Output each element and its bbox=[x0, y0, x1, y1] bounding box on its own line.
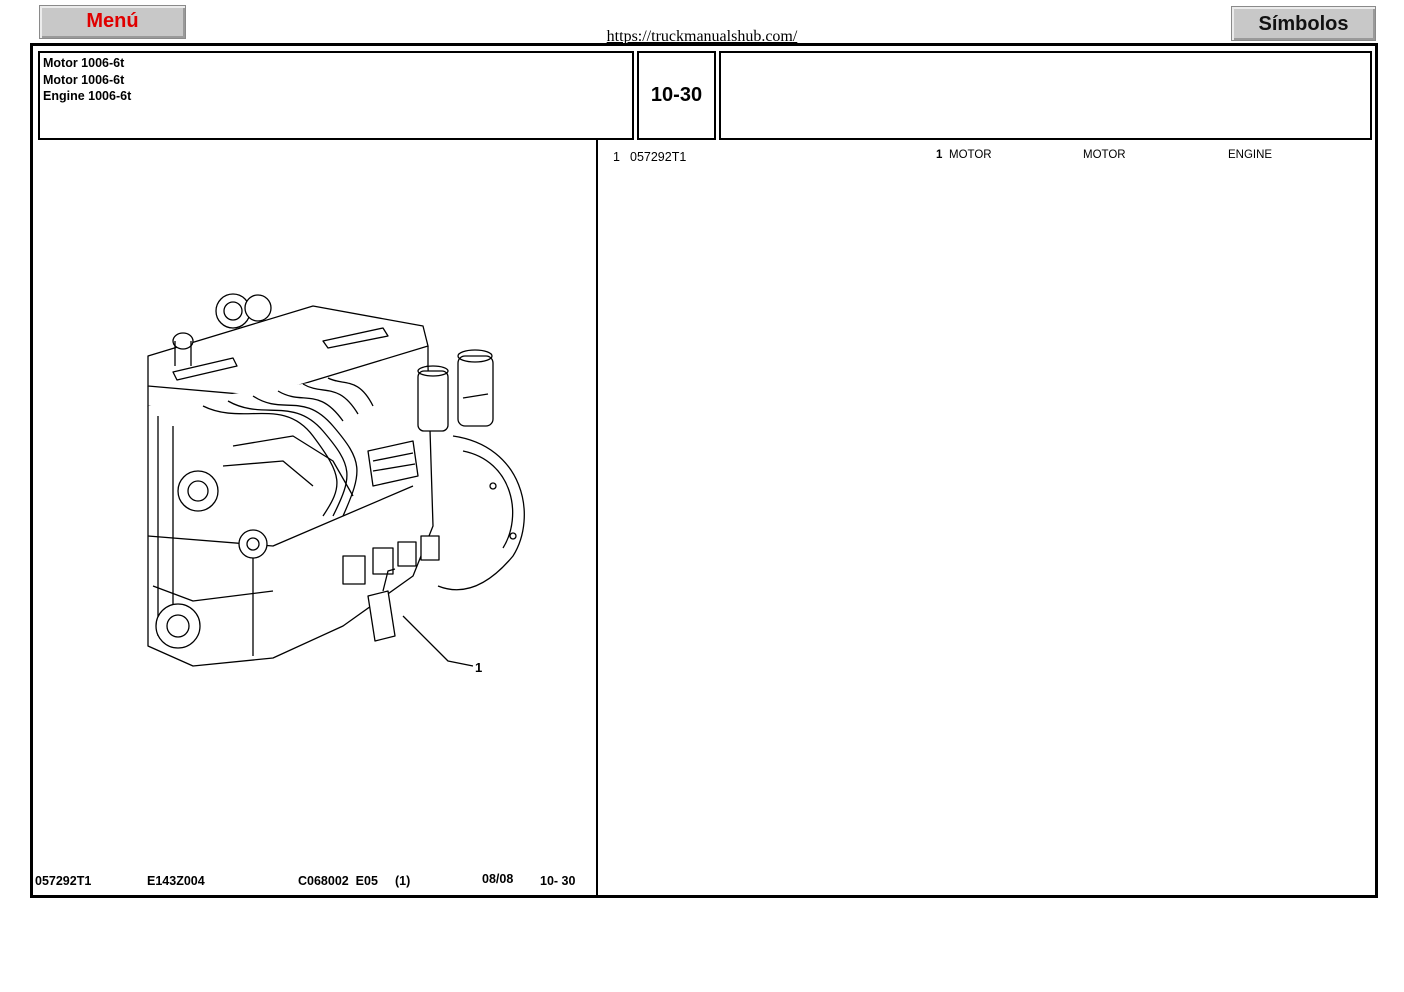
part-desc-en: ENGINE bbox=[1228, 149, 1273, 161]
symbols-button[interactable]: Símbolos bbox=[1231, 6, 1376, 41]
part-qty: 1 bbox=[936, 149, 943, 161]
footer-section: 10- 30 bbox=[540, 874, 576, 888]
title-box: Motor 1006-6t Motor 1006-6t Engine 1006-… bbox=[38, 51, 634, 140]
callout-label: 1 bbox=[475, 660, 482, 675]
title-line-en: Engine 1006-6t bbox=[43, 89, 132, 103]
title-line-es: Motor 1006-6t bbox=[43, 56, 125, 70]
part-desc-es: MOTOR bbox=[949, 149, 992, 161]
engine-drawing: 1 bbox=[147, 293, 525, 675]
footer-sheet: (1) bbox=[395, 874, 411, 888]
column-divider bbox=[596, 139, 598, 896]
menu-button[interactable]: Menú bbox=[39, 5, 186, 39]
page-frame: Motor 1006-6t Motor 1006-6t Engine 1006-… bbox=[30, 43, 1378, 898]
header-empty-box bbox=[719, 51, 1372, 140]
part-desc-pt: MOTOR bbox=[1083, 149, 1126, 161]
footer-doc-code: E143Z004 bbox=[147, 874, 205, 888]
source-url-link[interactable]: https://truckmanualshub.com/ bbox=[606, 28, 798, 45]
title-line-pt: Motor 1006-6t bbox=[43, 72, 125, 87]
footer-part-number: 057292T1 bbox=[35, 874, 92, 888]
section-code: 10-30 bbox=[637, 51, 716, 140]
part-number[interactable]: 057292T1 bbox=[630, 150, 687, 164]
part-ref: 1 bbox=[613, 150, 620, 164]
footer-catalog-ref: C068002 E05 bbox=[298, 874, 378, 888]
footer-date: 08/08 bbox=[482, 872, 514, 886]
